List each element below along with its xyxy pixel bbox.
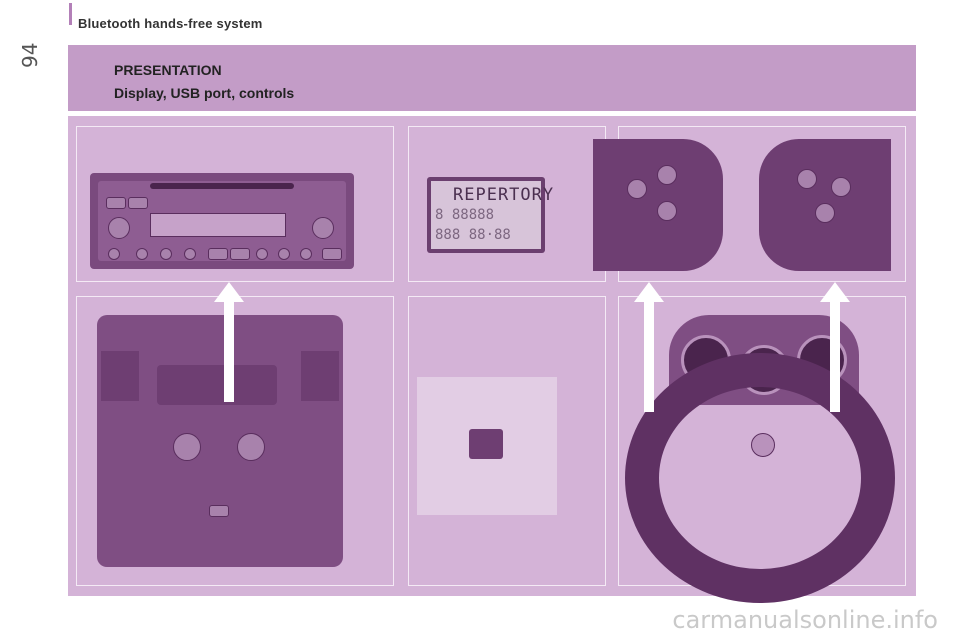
arrow-up-radio [214,282,244,402]
steering-wheel [625,353,895,603]
frame-radio [76,126,394,282]
radio-button [256,248,268,260]
lcd-display: REPERTORY 8 88888 888 88·88 [427,177,553,253]
arrow-up-right-control [820,282,850,412]
right-control-pad [759,139,891,271]
air-vent-right [301,351,339,401]
radio-display [150,213,286,237]
climate-knob [173,433,201,461]
up-button [797,169,817,189]
radio-knob [108,217,130,239]
air-vent-left [101,351,139,401]
section-title: Bluetooth hands-free system [78,16,263,31]
usb-port [469,429,503,459]
header-band: PRESENTATION Display, USB port, controls [68,45,916,111]
section-marker [69,3,72,25]
watermark: carmanualsonline.info [672,606,938,634]
frame-display: REPERTORY 8 88888 888 88·88 [408,126,606,282]
hazard-switch [209,505,229,517]
dashboard-center [97,315,343,567]
frame-usb [408,296,606,586]
minus-button [657,201,677,221]
radio-button [322,248,342,260]
left-control-pad [593,139,723,271]
frame-steering-wheel [618,296,906,603]
display-line-2: 8 88888 [435,207,495,223]
display-line-1: REPERTORY [453,185,555,205]
radio-knob [312,217,334,239]
radio-button [208,248,228,260]
radio-button [230,248,250,260]
frame-dashboard [76,296,394,586]
brand-emblem [751,433,775,457]
page-subtitle: Display, USB port, controls [114,85,295,101]
ok-button [831,177,851,197]
page-number: 94 [18,42,42,68]
radio-button [108,248,120,260]
climate-knob [237,433,265,461]
radio-button [160,248,172,260]
page-title: PRESENTATION [114,62,222,78]
radio-slot-in-dash [157,365,277,405]
arrow-up-left-control [634,282,664,412]
radio-button [184,248,196,260]
cd-slot [150,183,294,189]
frame-steering-controls [593,126,906,282]
usb-panel [417,377,557,515]
radio-button [128,197,148,209]
illustration-area: REPERTORY 8 88888 888 88·88 [68,116,916,603]
radio-button [300,248,312,260]
radio-button [106,197,126,209]
down-button [815,203,835,223]
display-line-3: 888 88·88 [435,227,511,243]
plus-button [657,165,677,185]
radio-button [136,248,148,260]
mute-button [627,179,647,199]
radio-button [278,248,290,260]
lcd-screen: REPERTORY 8 88888 888 88·88 [431,181,553,249]
radio-unit [90,173,354,269]
